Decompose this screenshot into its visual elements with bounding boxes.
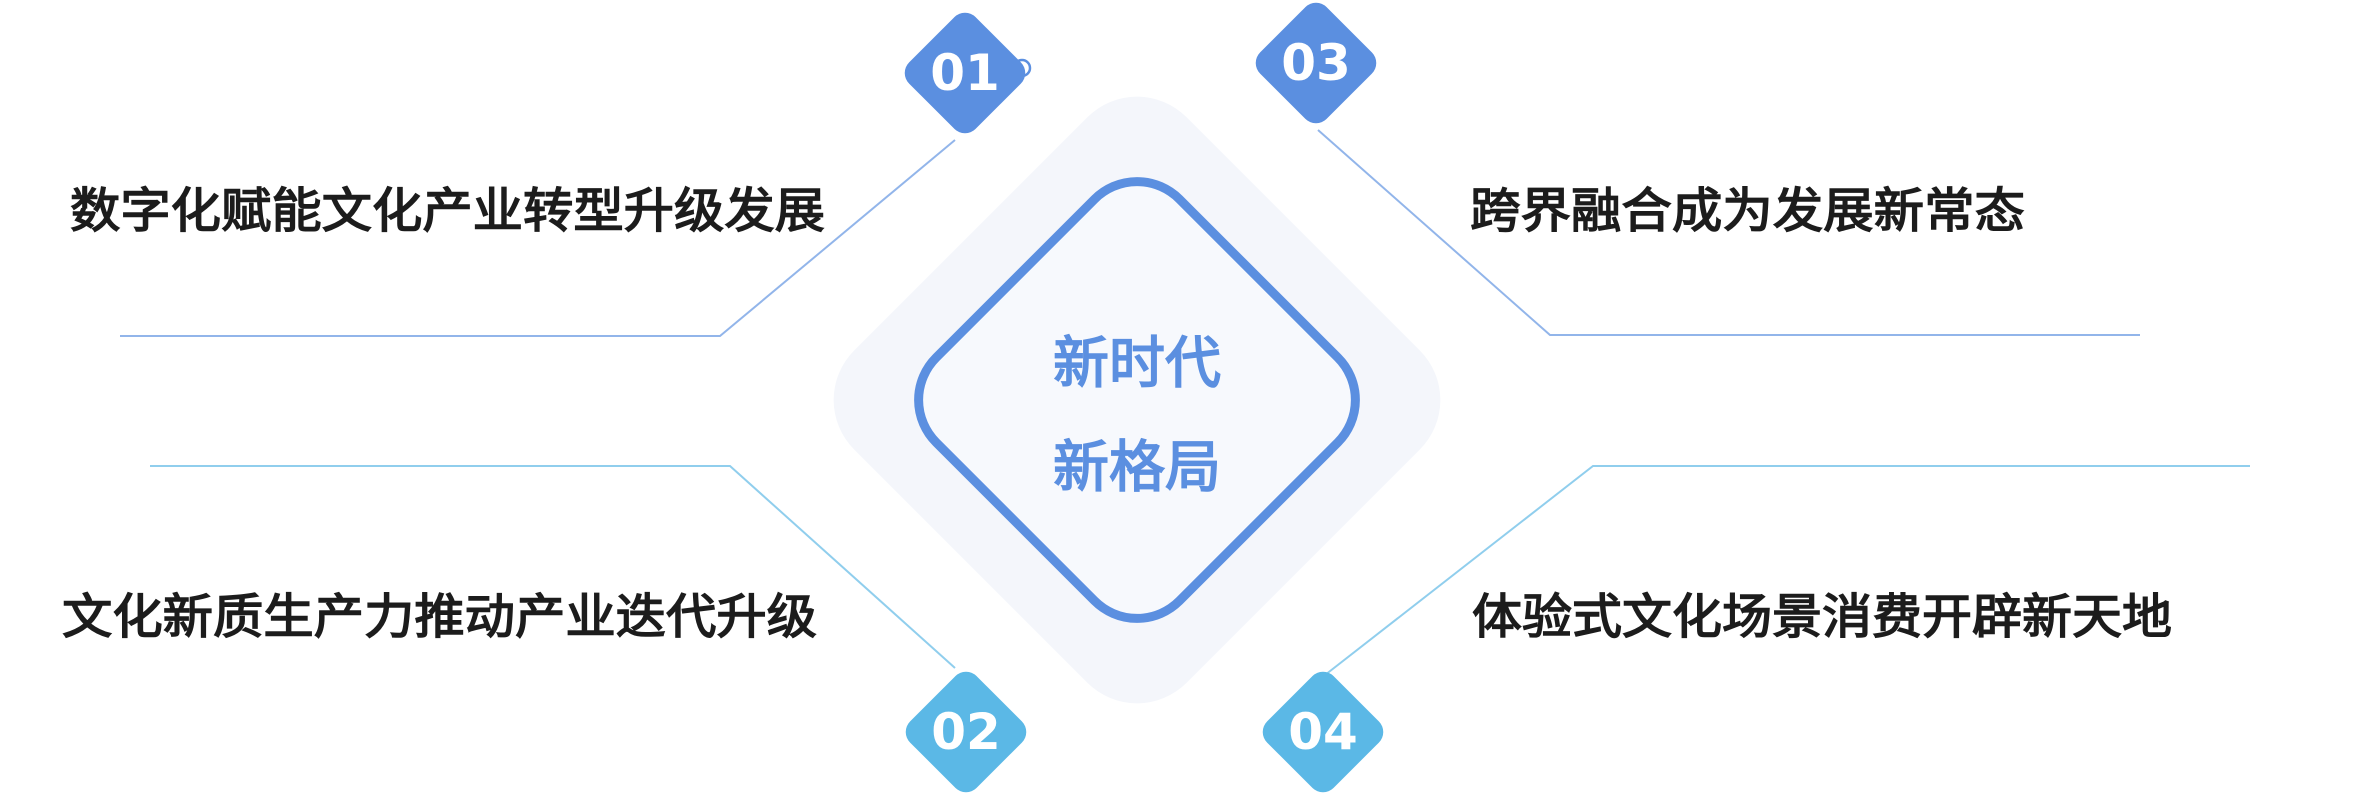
item-04-text: 体验式文化场景消费开辟新天地 xyxy=(1472,589,2172,645)
item-03-text: 跨界融合成为发展新常态 xyxy=(1470,183,2025,239)
center-title-line2: 新格局 xyxy=(1053,436,1221,501)
badge-02: 02 xyxy=(905,671,1027,793)
connector-line-01-lower xyxy=(120,139,956,337)
item-01-text: 数字化赋能文化产业转型升级发展 xyxy=(70,183,825,239)
center-title-line1: 新时代 xyxy=(1053,332,1221,397)
badge-03: 03 xyxy=(1255,2,1377,124)
item-02-text: 文化新质生产力推动产业迭代升级 xyxy=(62,589,817,645)
badge-03-number: 03 xyxy=(1281,34,1351,92)
connector-line-03-lower xyxy=(1317,129,2140,336)
badge-02-number: 02 xyxy=(931,703,1001,761)
connector-line-04-upper xyxy=(1324,465,2250,676)
badge-04: 04 xyxy=(1262,671,1384,793)
badge-01-number: 01 xyxy=(930,44,1000,102)
connector-line-02-upper xyxy=(150,465,956,669)
badge-04-number: 04 xyxy=(1288,703,1358,761)
center-diamond xyxy=(914,177,1360,623)
badge-01: 01 xyxy=(904,12,1026,134)
